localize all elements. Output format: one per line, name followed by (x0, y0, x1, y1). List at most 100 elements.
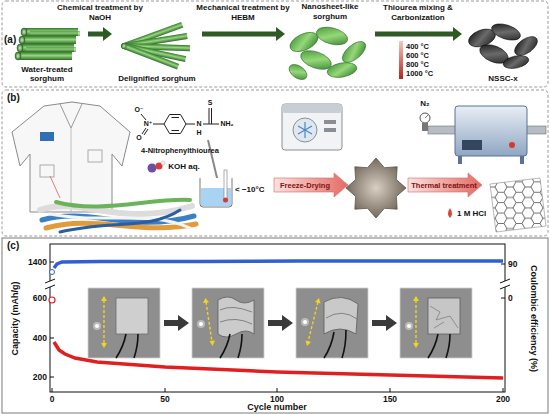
text-label: KOH aq. (154, 162, 214, 172)
device-photo (101, 296, 107, 301)
sequence-arrow (372, 315, 397, 331)
device-photo (301, 318, 309, 326)
lab-coat (40, 165, 54, 177)
text-label: Thermal treatment (406, 181, 482, 190)
axis-break (45, 285, 55, 289)
device-photo (116, 334, 126, 358)
panel-frame (2, 90, 548, 236)
freeze-dryer (298, 126, 312, 134)
arrow-head (453, 27, 462, 41)
nanosheet-leaves (286, 61, 309, 82)
lab-coat (88, 150, 102, 162)
molecule-structure (141, 114, 146, 120)
sorghum-bundle (17, 44, 23, 52)
text-label: H (193, 129, 205, 137)
device-photo (430, 306, 458, 328)
lab-coat (12, 102, 130, 212)
chart-axes (50, 244, 505, 392)
nanosheet-leaves (286, 24, 369, 83)
carbon-sheets (466, 21, 541, 71)
sorghum-bundle (18, 52, 72, 60)
molecule-structure (172, 117, 180, 118)
device-photo (206, 302, 212, 342)
axis-break (500, 285, 510, 289)
arrow-shaft (375, 32, 454, 37)
molecule-structure (164, 115, 186, 134)
arrow-head (103, 27, 112, 41)
text-label: 400 °C (406, 42, 446, 51)
text-label: 50 (150, 394, 180, 404)
stage-node: NSSC-x (462, 20, 544, 84)
edge-label: Chemical treatment by NaOH (52, 3, 148, 22)
process-arrow (375, 27, 462, 41)
freeze-dryer (298, 122, 312, 138)
text-label: S (204, 99, 216, 107)
device-photo (326, 313, 357, 319)
text-label: 200 (17, 372, 47, 382)
freeze-dryer (282, 104, 342, 150)
device-photo (192, 288, 264, 358)
device-photo (306, 341, 312, 347)
carbon-sheets (511, 33, 540, 59)
data-point (50, 270, 55, 275)
tube-furnace (425, 115, 428, 118)
text-label: Freeze-Drying (269, 181, 341, 190)
device-photo (308, 302, 318, 342)
tube-furnace (509, 142, 515, 148)
sorghum-bundle (15, 52, 21, 60)
process-arrow (202, 27, 285, 41)
lab-coat (71, 128, 72, 212)
node-label: Delignified sorghum (118, 74, 195, 84)
chart-axes (390, 388, 391, 392)
axis-break (45, 279, 55, 283)
text-label: 600 °C (406, 51, 446, 60)
device-photo (199, 322, 203, 326)
text-label: 400 (17, 333, 47, 343)
text-label: N⁺ (140, 120, 156, 128)
device-photo (446, 334, 450, 358)
device-photo (192, 288, 264, 358)
device-photo (324, 332, 334, 358)
device-photo (303, 320, 307, 324)
device-photo (415, 300, 416, 344)
sequence-arrow (268, 315, 293, 331)
node-label: Nanosheet-like sorghum (285, 2, 375, 21)
axis-break (45, 279, 510, 289)
chart-axes (52, 388, 53, 392)
arrow-shaft (202, 32, 277, 37)
device-photo (220, 307, 252, 324)
text-label: (a) (4, 34, 28, 46)
device-photo (413, 343, 419, 348)
koh-molecule (148, 161, 166, 173)
lab-coat (12, 102, 130, 212)
device-photo (296, 288, 368, 358)
node-label: Water-treated sorghum (6, 65, 88, 84)
delignified-fibres (121, 42, 128, 49)
text-label: 1 M HCl (457, 209, 502, 219)
device-photo (238, 334, 242, 358)
tube-furnace (458, 156, 462, 164)
text-label: 600 (17, 293, 47, 303)
text-label: 90 (508, 259, 528, 269)
device-photo (428, 298, 460, 334)
sorghum-bundle (15, 28, 80, 60)
stage-node: Water-treated sorghum (6, 24, 88, 84)
tube-furnace (455, 106, 527, 156)
delignified-fibres (121, 42, 180, 69)
text-label: N (193, 120, 205, 128)
edge-label: Thiourea mixing & Carbonization (370, 3, 466, 22)
device-photo (95, 324, 99, 328)
molecule-structure (186, 124, 195, 125)
device-photo (413, 296, 419, 301)
text-label: (b) (7, 92, 31, 104)
text-label: Cycle number (227, 402, 327, 413)
text-label: 800 °C (406, 60, 446, 69)
sorghum-bundle (26, 47, 76, 52)
arrow-head (276, 27, 285, 41)
delignified-fibres (123, 43, 179, 69)
text-label: O (131, 134, 147, 142)
freeze-dryer (282, 104, 342, 150)
sequence-arrow (164, 315, 189, 331)
nanosheet-leaves (326, 61, 358, 80)
